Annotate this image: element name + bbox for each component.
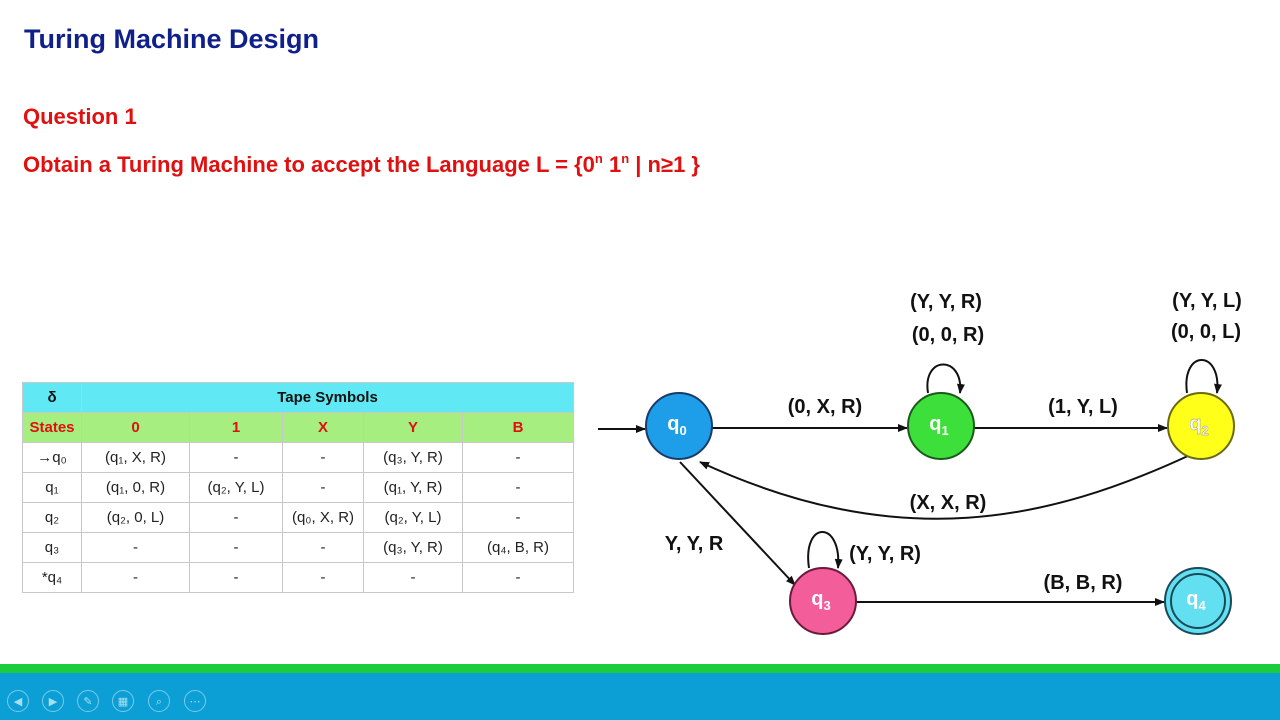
table-cell: - bbox=[363, 562, 463, 593]
state-circle bbox=[789, 567, 857, 635]
label-q3-q4: (B, B, R) bbox=[1044, 572, 1123, 594]
loop-q3 bbox=[807, 531, 843, 569]
label-q0-q1: (0, X, R) bbox=[788, 396, 862, 418]
footer-accent-bar bbox=[0, 664, 1280, 673]
state-circle bbox=[645, 392, 713, 460]
zoom-icon[interactable]: ⌕ bbox=[148, 690, 170, 712]
table-cell: (q₁, 0, R) bbox=[81, 472, 190, 503]
label-q1-loop-b: (0, 0, R) bbox=[912, 324, 984, 346]
state-q2: q2 bbox=[1167, 392, 1235, 460]
question-label: Question 1 bbox=[23, 104, 137, 129]
table-cell: - bbox=[81, 562, 190, 593]
state-sub: 4 bbox=[1198, 598, 1206, 613]
states-header: States bbox=[22, 412, 82, 443]
state-base: q bbox=[1189, 413, 1201, 435]
table-cell: - bbox=[282, 532, 364, 563]
state-circle bbox=[1167, 392, 1235, 460]
state-q1: q1 bbox=[907, 392, 975, 460]
state-sub: 2 bbox=[1201, 423, 1208, 438]
state-base: q bbox=[667, 413, 679, 435]
state-label: q2 bbox=[1189, 413, 1208, 438]
state-q4: q4 bbox=[1164, 567, 1232, 635]
more-icon[interactable]: ⋯ bbox=[184, 690, 206, 712]
edge-q2-q0 bbox=[699, 454, 1191, 520]
tape-symbols-header: Tape Symbols bbox=[81, 382, 574, 413]
loop-q1 bbox=[926, 363, 965, 394]
label-q2-q0: (X, X, R) bbox=[910, 492, 987, 514]
state-label: q3 bbox=[811, 588, 830, 613]
table-cell: (q₂, 0, L) bbox=[81, 502, 190, 533]
label-q3-loop: (Y, Y, R) bbox=[849, 543, 921, 565]
slides-icon[interactable]: ▦ bbox=[112, 690, 134, 712]
question-sup-2: n bbox=[621, 151, 630, 166]
table-cell: - bbox=[81, 532, 190, 563]
table-cell: (q₁, X, R) bbox=[81, 442, 190, 473]
slide-title: Turing Machine Design bbox=[24, 24, 320, 54]
col-header: X bbox=[282, 412, 364, 443]
state-q3: q3 bbox=[789, 567, 857, 635]
question-mid: 1 bbox=[602, 152, 622, 177]
next-icon[interactable]: ▶ bbox=[42, 690, 64, 712]
table-cell: - bbox=[189, 532, 283, 563]
table-row: q₂ (q₂, 0, L) - (q₀, X, R) (q₂, Y, L) - bbox=[22, 502, 574, 533]
state-label: q4 bbox=[1186, 588, 1206, 613]
state-diagram: q0 q1 q2 q3 q4 (0, X, R) (1, Y, L) (X, X… bbox=[598, 290, 1242, 635]
loop-q2 bbox=[1185, 359, 1222, 394]
table-cell: (q₄, B, R) bbox=[462, 532, 574, 563]
state-sub: 3 bbox=[823, 598, 830, 613]
state-label: q1 bbox=[929, 413, 948, 438]
label-q0-q3: Y, Y, R bbox=[665, 533, 724, 555]
table-cell: (q₀, X, R) bbox=[282, 502, 364, 533]
table-row: →q₀ (q₁, X, R) - - (q₃, Y, R) - bbox=[22, 442, 574, 473]
state-base: q bbox=[929, 413, 941, 435]
question-suffix: | n≥1 } bbox=[629, 152, 700, 177]
label-q2-loop-b: (0, 0, L) bbox=[1171, 321, 1241, 343]
label-q1-q2: (1, Y, L) bbox=[1048, 396, 1118, 418]
table-header-row: δ Tape Symbols bbox=[22, 382, 574, 413]
table-cell: - bbox=[282, 562, 364, 593]
accept-ring bbox=[1170, 573, 1226, 629]
table-cell: - bbox=[462, 562, 574, 593]
label-q2-loop-a: (Y, Y, L) bbox=[1172, 290, 1242, 312]
table-row: *q₄ - - - - - bbox=[22, 562, 574, 593]
state-circle bbox=[1164, 567, 1232, 635]
pen-icon[interactable]: ✎ bbox=[77, 690, 99, 712]
col-header: Y bbox=[363, 412, 463, 443]
state-cell: *q₄ bbox=[22, 562, 82, 593]
state-base: q bbox=[811, 588, 823, 610]
edge-q0-q3 bbox=[679, 461, 796, 586]
state-base: q bbox=[1186, 588, 1198, 610]
transition-table: δ Tape Symbols States 0 1 X Y B →q₀ (q₁,… bbox=[22, 382, 574, 593]
question-sup-1: n bbox=[594, 151, 603, 166]
col-header: 1 bbox=[189, 412, 283, 443]
state-sub: 0 bbox=[679, 423, 686, 438]
table-cell: - bbox=[189, 442, 283, 473]
table-cell: - bbox=[282, 442, 364, 473]
state-cell: →q₀ bbox=[22, 442, 82, 473]
table-cell: - bbox=[462, 472, 574, 503]
state-q0: q0 bbox=[645, 392, 713, 460]
state-label: q0 bbox=[667, 413, 686, 438]
footer-bar bbox=[0, 673, 1280, 720]
table-cell: - bbox=[189, 562, 283, 593]
state-circle bbox=[907, 392, 975, 460]
question-prefix: Obtain a Turing Machine to accept the La… bbox=[23, 152, 595, 177]
state-cell: q₂ bbox=[22, 502, 82, 533]
state-cell: q₁ bbox=[22, 472, 82, 503]
table-cell: (q₂, Y, L) bbox=[363, 502, 463, 533]
prev-icon[interactable]: ◀ bbox=[7, 690, 29, 712]
state-sub: 1 bbox=[941, 423, 948, 438]
question-text: Obtain a Turing Machine to accept the La… bbox=[23, 151, 700, 178]
label-q1-loop-a: (Y, Y, R) bbox=[910, 291, 982, 313]
col-header: 0 bbox=[81, 412, 190, 443]
